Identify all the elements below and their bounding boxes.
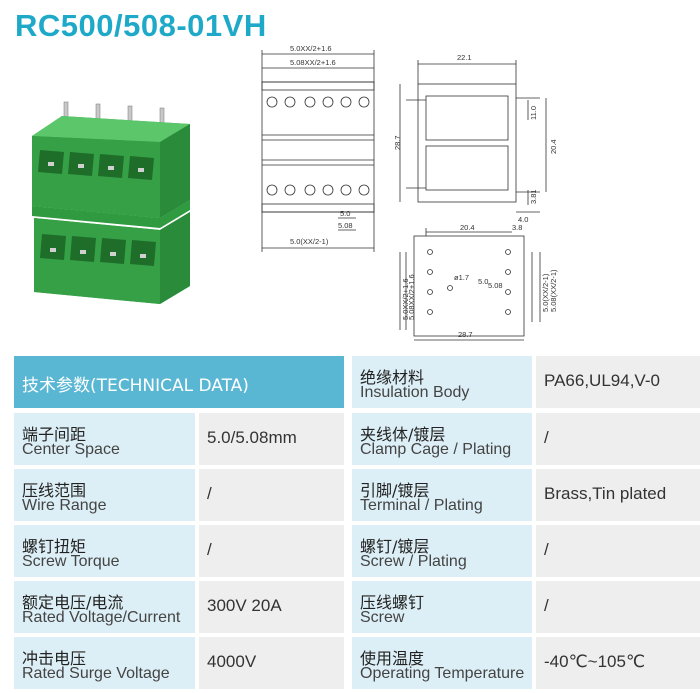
side-4-0: 4.0 bbox=[518, 215, 528, 224]
label-screw-plating: 螺钉/镀层 Screw / Plating bbox=[352, 525, 532, 577]
pcb-3-8: 3.8 bbox=[512, 223, 522, 232]
table-header: 技术参数(TECHNICAL DATA) bbox=[14, 356, 344, 408]
value-rated-voltage: 300V 20A bbox=[199, 581, 344, 633]
dim-5-0: 5.0 bbox=[340, 209, 350, 218]
page-title: RC500/508-01VH bbox=[15, 8, 267, 43]
pcb-20-4: 20.4 bbox=[460, 223, 475, 232]
value-screw-plating: / bbox=[536, 525, 700, 577]
label-screw: 压线螺钉 Screw bbox=[352, 581, 532, 633]
dim-bottom: 5.0(XX/2-1) bbox=[290, 237, 329, 246]
product-image bbox=[32, 101, 190, 304]
value-insulation-body: PA66,UL94,V-0 bbox=[536, 356, 700, 408]
pcb-right1: 5.0(XX/2-1) bbox=[541, 273, 550, 312]
label-rated-voltage: 额定电压/电流 Rated Voltage/Current bbox=[14, 581, 195, 633]
label-operating-temperature: 使用温度 Operating Temperature bbox=[352, 637, 532, 689]
technical-drawing: 5.0XX/2+1.6 5.08XX/2+1.6 5.0 5.08 5.0(XX… bbox=[261, 44, 558, 341]
pcb-left2: 5.08XX/2+1.6 bbox=[407, 274, 416, 320]
value-terminal-plating: Brass,Tin plated bbox=[536, 469, 700, 521]
label-insulation-body: 绝缘材料 Insulation Body bbox=[352, 356, 532, 408]
side-20-4: 20.4 bbox=[549, 139, 558, 154]
table-header-text: 技术参数(TECHNICAL DATA) bbox=[22, 376, 249, 396]
label-center-space: 端子间距 Center Space bbox=[14, 413, 195, 465]
side-3-81: 3.81 bbox=[529, 189, 538, 204]
label-clamp-cage: 夹线体/镀层 Clamp Cage / Plating bbox=[352, 413, 532, 465]
value-clamp-cage: / bbox=[536, 413, 700, 465]
side-height: 28.7 bbox=[393, 135, 402, 150]
label-screw-torque: 螺钉扭矩 Screw Torque bbox=[14, 525, 195, 577]
label-wire-range: 压线范围 Wire Range bbox=[14, 469, 195, 521]
value-center-space: 5.0/5.08mm bbox=[199, 413, 344, 465]
value-screw-torque: / bbox=[199, 525, 344, 577]
dim-pitch-top2: 5.08XX/2+1.6 bbox=[290, 58, 336, 67]
pcb-5-08: 5.08 bbox=[488, 281, 503, 290]
dim-pitch-top1: 5.0XX/2+1.6 bbox=[290, 44, 332, 53]
pcb-hole: ø1.7 bbox=[454, 273, 469, 282]
value-operating-temperature: -40℃~105℃ bbox=[536, 637, 700, 689]
technical-data-table: 技术参数(TECHNICAL DATA) 端子间距 Center Space 5… bbox=[14, 356, 700, 693]
pcb-right2: 5.08(XX/2-1) bbox=[549, 269, 558, 312]
pcb-left1: 5.0XX/2+1.6 bbox=[401, 279, 410, 321]
value-surge-voltage: 4000V bbox=[199, 637, 344, 689]
label-terminal-plating: 引脚/镀层 Terminal / Plating bbox=[352, 469, 532, 521]
pcb-width: 28.7 bbox=[458, 330, 473, 339]
value-screw: / bbox=[536, 581, 700, 633]
pcb-5-0: 5.0 bbox=[478, 277, 488, 286]
dim-5-08: 5.08 bbox=[338, 221, 353, 230]
value-wire-range: / bbox=[199, 469, 344, 521]
side-11: 11.0 bbox=[529, 106, 538, 120]
label-surge-voltage: 冲击电压 Rated Surge Voltage bbox=[14, 637, 195, 689]
side-width: 22.1 bbox=[457, 53, 472, 62]
